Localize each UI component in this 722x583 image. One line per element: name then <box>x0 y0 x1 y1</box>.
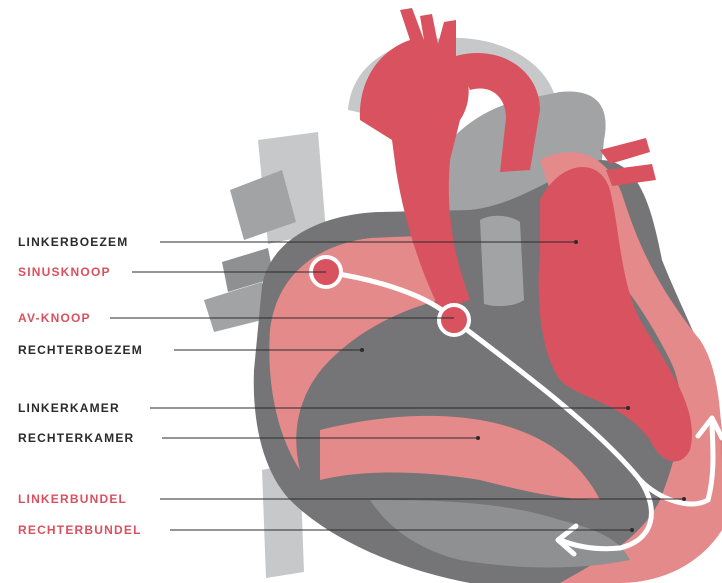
label-sinusknoop: SINUSKNOOP <box>18 265 111 279</box>
label-rechterkamer: RECHTERKAMER <box>18 431 134 445</box>
label-linkerkamer: LINKERKAMER <box>18 401 120 415</box>
label-rechterboezem: RECHTERBOEZEM <box>18 343 143 357</box>
septum <box>480 216 524 306</box>
label-linkerboezem: LINKERBOEZEM <box>18 235 128 249</box>
label-av-knoop: AV-KNOOP <box>18 311 91 325</box>
label-rechterbundel: RECHTERBUNDEL <box>18 523 142 537</box>
label-linkerbundel: LINKERBUNDEL <box>18 492 127 506</box>
av-node <box>439 305 469 335</box>
